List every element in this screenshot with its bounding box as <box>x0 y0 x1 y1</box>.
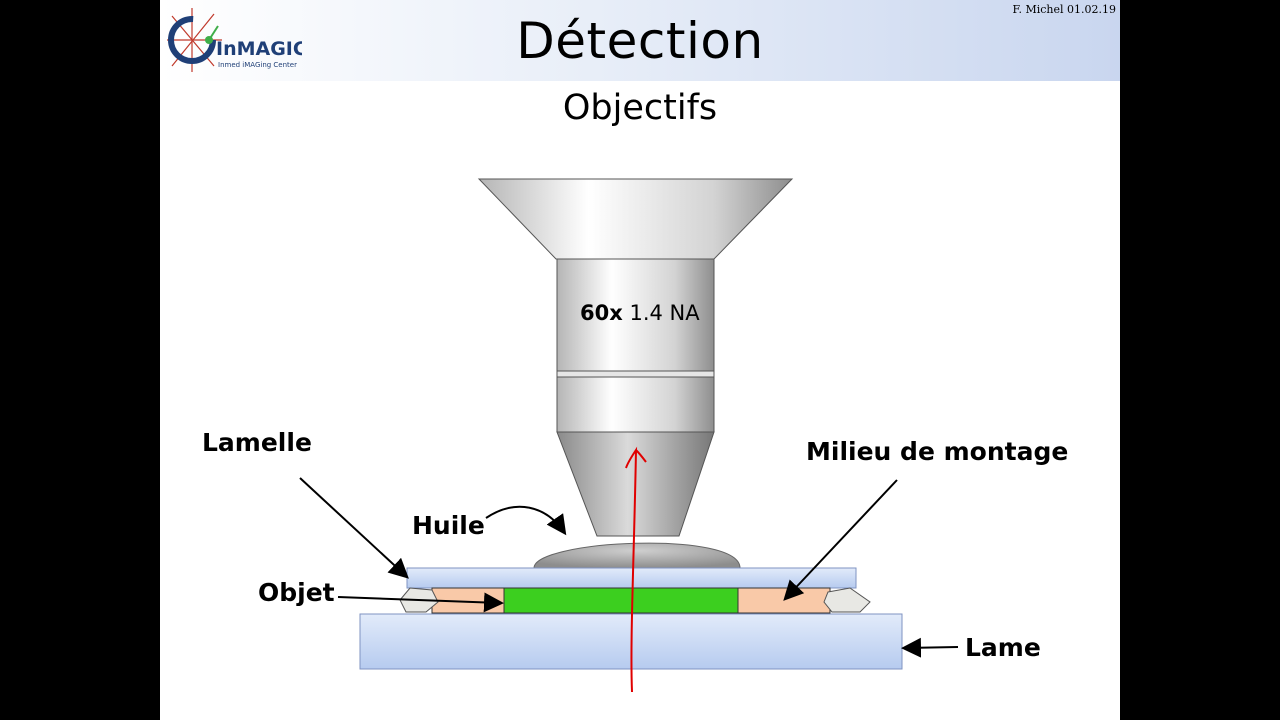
arrow-lamelle <box>299 477 409 579</box>
arrow-milieu <box>783 479 898 601</box>
objective-barrel <box>556 258 715 372</box>
slide: InMAGIC Inmed iMAGing Center F. Michel 0… <box>160 0 1120 720</box>
arrow-lame <box>901 637 959 658</box>
objective-magnification: 60x <box>580 301 623 325</box>
arrow-objet <box>337 592 504 613</box>
label-lamelle: Lamelle <box>202 428 312 457</box>
label-huile: Huile <box>412 511 485 540</box>
label-lame: Lame <box>965 633 1041 662</box>
seal-right <box>823 587 871 613</box>
light-ray <box>625 446 647 693</box>
object-sample <box>503 587 739 614</box>
objective-lower-barrel <box>556 376 715 433</box>
objective-top-cone <box>477 178 794 260</box>
arrow-huile <box>485 505 567 536</box>
inmagic-logo: InMAGIC Inmed iMAGing Center <box>167 8 302 72</box>
mounting-medium-right <box>737 587 831 614</box>
coverslip <box>406 567 857 589</box>
oil-drop <box>533 542 741 569</box>
objective-diagram: 60x 1.4 NA Lamelle Huile Objet Milieu de… <box>202 178 1068 693</box>
objective-na: 1.4 NA <box>629 301 700 325</box>
slide-title: Détection <box>516 12 764 70</box>
objective-label: 60x 1.4 NA <box>580 301 700 325</box>
label-milieu-de-montage: Milieu de montage <box>806 437 1068 466</box>
author-date: F. Michel 01.02.19 <box>1012 3 1116 16</box>
logo-name: InMAGIC <box>216 38 302 60</box>
label-objet: Objet <box>258 578 335 607</box>
slide-subtitle: Objectifs <box>562 88 718 128</box>
objective-band <box>556 370 715 378</box>
logo-tagline: Inmed iMAGing Center <box>218 61 297 69</box>
header-band <box>160 0 1120 81</box>
